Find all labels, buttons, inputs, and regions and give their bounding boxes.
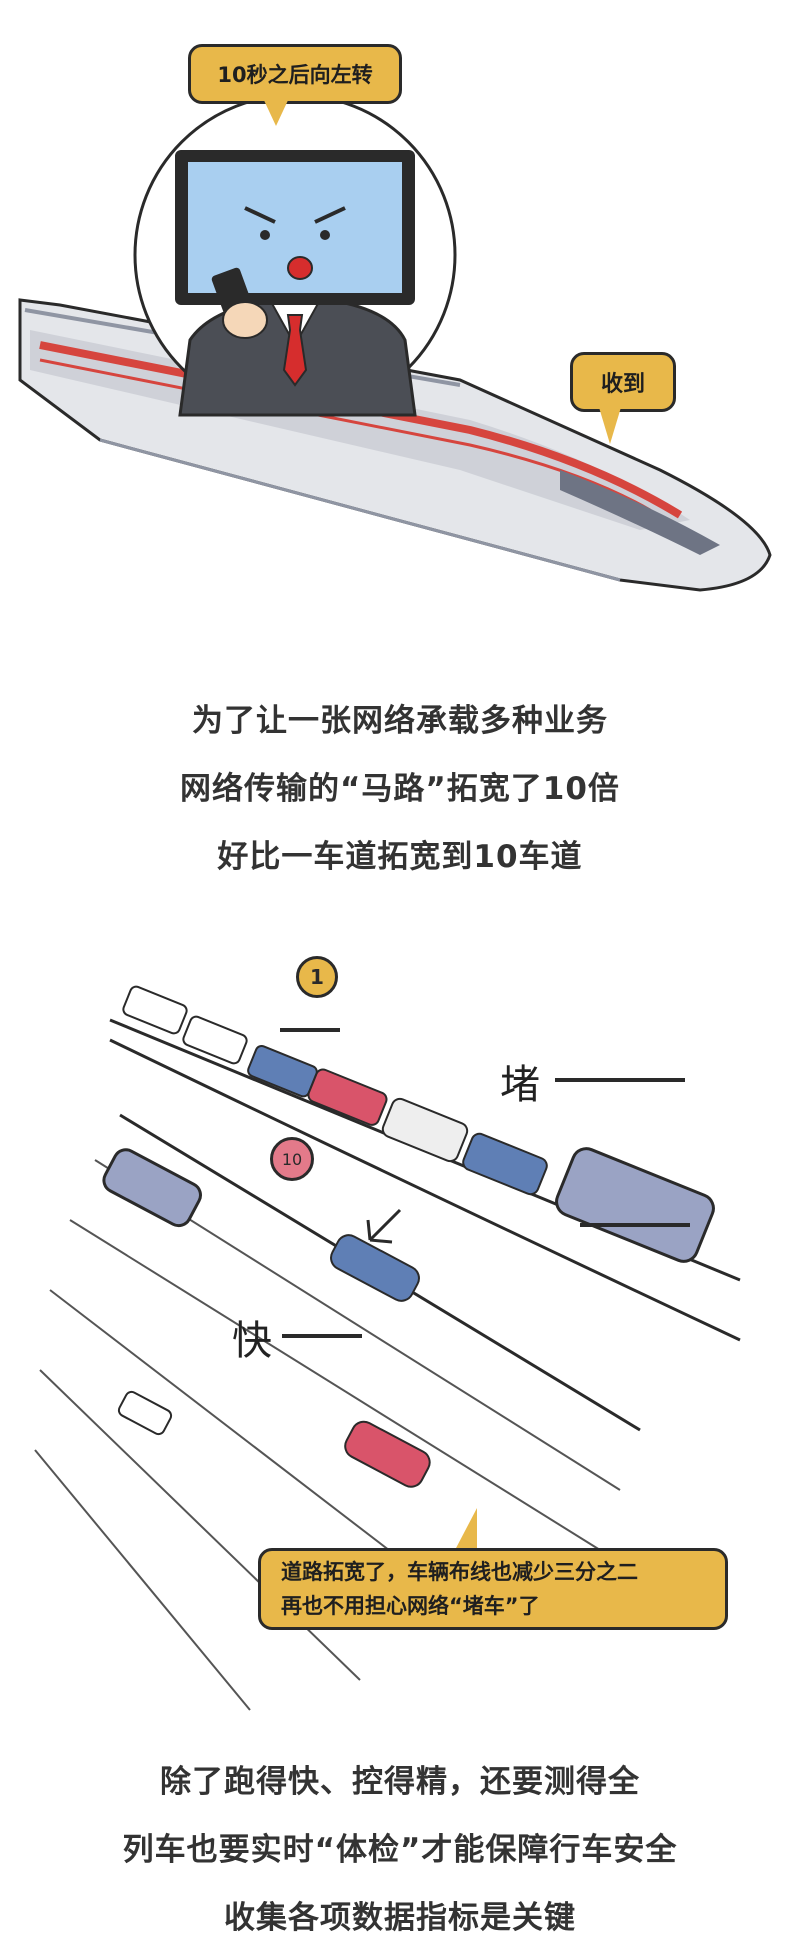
driver-speech-tail — [262, 96, 290, 126]
badge-ten-lanes: 10 — [270, 1137, 314, 1181]
fast-dash — [282, 1334, 362, 1338]
train-speech-tail — [598, 404, 622, 444]
road-speech-tail — [455, 1508, 477, 1550]
driver-character — [175, 150, 417, 417]
driver-speech-text: 10秒之后向左转 — [217, 63, 373, 87]
fast-vehicles — [102, 1148, 431, 1488]
jammed-cars — [122, 985, 715, 1263]
label-fast: 快 — [232, 1318, 272, 1364]
driver-speech-bubble: 10秒之后向左转 — [188, 44, 402, 104]
road-illustration — [0, 930, 800, 1730]
train-speech-text: 收到 — [600, 372, 645, 397]
road-speech-line: 再也不用担心网络“堵车”了 — [281, 1594, 540, 1618]
label-jam: 堵 — [500, 1062, 540, 1108]
road-speech-bubble: 道路拓宽了，车辆布线也减少三分之二 再也不用担心网络“堵车”了 — [258, 1548, 728, 1630]
train-illustration — [0, 0, 800, 620]
caption-line: 除了跑得快、控得精，还要测得全 — [160, 1764, 640, 1800]
caption-line: 好比一车道拓宽到10车道 — [217, 839, 583, 875]
badge-one-lane: 1 — [296, 956, 338, 998]
caption-line: 收集各项数据指标是关键 — [224, 1900, 576, 1936]
caption-line: 网络传输的“马路”拓宽了10倍 — [180, 771, 620, 807]
caption-line: 为了让一张网络承载多种业务 — [192, 703, 608, 739]
jam-dash — [555, 1078, 685, 1082]
down-arrow — [366, 1208, 402, 1244]
caption-line: 列车也要实时“体检”才能保障行车安全 — [122, 1832, 678, 1868]
road-speech-line: 道路拓宽了，车辆布线也减少三分之二 — [281, 1560, 638, 1584]
train-speech-bubble: 收到 — [570, 352, 676, 412]
